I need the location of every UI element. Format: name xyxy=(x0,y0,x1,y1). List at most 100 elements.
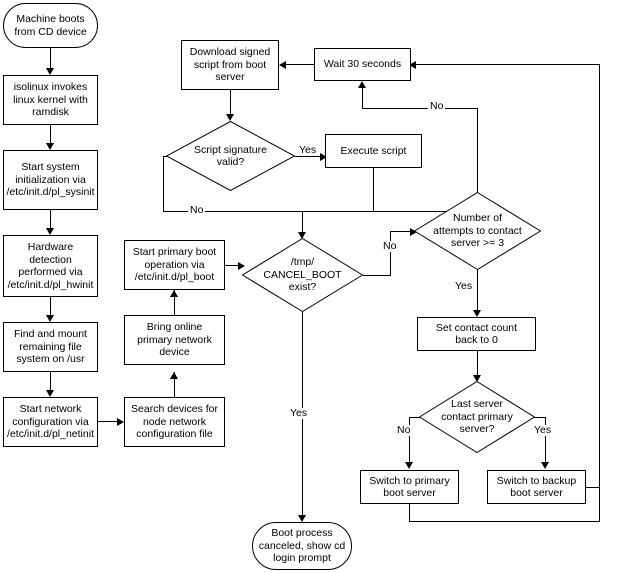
edge-isolinux-to-sysinit xyxy=(50,125,51,145)
edge-searchdev-to-bringonline xyxy=(174,372,175,397)
edge-label-lastserver-no: No xyxy=(395,424,413,436)
arrowhead-wait30-bottom xyxy=(358,81,366,88)
edge-attempts-no-toWait xyxy=(362,84,363,109)
edge-setcount-to-lastserver xyxy=(477,351,478,380)
edge-lastserver-yes-right xyxy=(534,417,546,418)
arrowhead-isolinux xyxy=(46,68,54,75)
arrowhead-lastserver xyxy=(473,375,481,382)
edge-label-cancelboot-no: No xyxy=(381,240,399,252)
edge-sigvalid-yes xyxy=(295,156,325,157)
edge-cancelboot-no-h1 xyxy=(363,275,391,276)
arrowhead-switchprimary xyxy=(405,462,413,469)
edge-sigvalid-no-down xyxy=(163,156,164,212)
arrowhead-netinit xyxy=(46,390,54,397)
cancelboot-diamond-shape xyxy=(242,238,363,312)
arrowhead-cancelboot-top xyxy=(298,232,306,239)
edge-switchprimary-down xyxy=(409,504,410,522)
edge-wait30-to-download xyxy=(283,64,314,65)
edge-sigvalid-no-a xyxy=(163,156,167,157)
attempts-diamond-shape xyxy=(414,192,541,270)
arrowhead-download xyxy=(279,61,286,69)
arrowhead-bringonline xyxy=(170,372,178,379)
node-execscript[interactable]: Execute script xyxy=(325,134,422,168)
edge-sigvalid-no-bottom xyxy=(163,211,503,212)
edge-label-attempts-yes: Yes xyxy=(453,280,475,292)
edge-lastserver-yes-down xyxy=(545,417,546,465)
arrowhead-searchdev xyxy=(117,418,124,426)
sigvalid-diamond-shape xyxy=(166,121,295,191)
node-wait30-label: Wait 30 seconds xyxy=(323,58,402,71)
edge-lastserver-no-left xyxy=(409,417,420,418)
edge-download-to-sigvalid xyxy=(230,90,231,117)
edge-switchprimary-right xyxy=(409,521,600,522)
edge-label-sigvalid-yes: Yes xyxy=(297,144,319,156)
edge-hwinit-to-mountusr xyxy=(50,297,51,317)
edge-bringonline-to-plboot xyxy=(174,290,175,315)
edge-to-cancelboot-down xyxy=(302,211,303,235)
arrowhead-hwinit xyxy=(46,228,54,235)
edge-sysinit-to-hwinit xyxy=(50,210,51,230)
edge-return-bus xyxy=(599,64,600,522)
arrowhead-sysinit xyxy=(46,143,54,150)
node-wait30[interactable]: Wait 30 seconds xyxy=(314,48,411,81)
arrowhead-mountusr xyxy=(46,315,54,322)
edge-label-cancelboot-yes: Yes xyxy=(288,407,310,419)
edge-lastserver-no-down xyxy=(409,417,410,465)
arrowhead-canceled xyxy=(298,515,306,522)
edge-mountusr-to-netinit xyxy=(50,372,51,392)
edge-netinit-to-searchdev xyxy=(98,421,120,422)
edge-return-to-wait30 xyxy=(411,64,600,65)
arrowhead-setcount xyxy=(473,310,481,317)
edge-label-lastserver-yes: Yes xyxy=(532,424,554,436)
edge-attempts-yes-down xyxy=(477,270,478,314)
arrowhead-switchbackup xyxy=(541,462,549,469)
arrowhead-sigvalid xyxy=(226,114,234,121)
edge-plboot-to-cancelboot xyxy=(225,265,243,266)
edge-execscript-down xyxy=(373,168,374,212)
lastserver-diamond-shape xyxy=(419,381,535,453)
arrowhead-execscript xyxy=(320,153,327,161)
edge-start-to-isolinux xyxy=(50,48,51,70)
edge-attempts-no-up xyxy=(477,108,478,193)
node-execscript-label: Execute script xyxy=(340,144,407,157)
edge-cancelboot-no-up xyxy=(390,231,391,276)
arrowhead-wait30-right xyxy=(409,61,416,69)
arrowhead-cancelboot-left xyxy=(238,262,245,270)
edge-label-attempts-no: No xyxy=(428,100,446,112)
